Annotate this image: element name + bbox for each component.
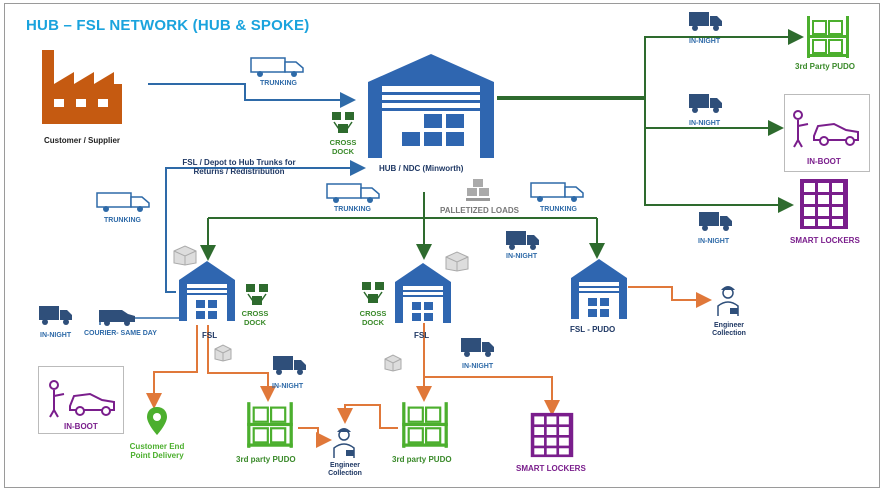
cross-dock-icon	[332, 112, 354, 133]
in-night-label-right-low: IN-NIGHT	[698, 238, 730, 245]
line-pudo-engineer-left	[298, 427, 332, 448]
cross-dock-icon	[246, 284, 268, 305]
truck-icon	[699, 212, 732, 231]
line-pudo-engineer-mid	[337, 404, 398, 429]
line-fsl-left-down	[146, 325, 198, 409]
truck-icon	[326, 183, 380, 203]
in-night-label-left: IN-NIGHT	[40, 332, 72, 339]
smart-lockers-bottom-label: SMART LOCKERS	[516, 464, 586, 473]
warehouse-icon	[395, 263, 451, 323]
line-to-3rd-party-pudo	[644, 29, 804, 98]
parcel-icon	[214, 344, 232, 362]
line-fsl-left-pudo	[207, 325, 276, 402]
parcel-icon	[384, 354, 402, 372]
location-pin-icon	[147, 407, 167, 435]
van-icon	[99, 310, 135, 326]
page-title: HUB – FSL NETWORK (HUB & SPOKE)	[26, 17, 310, 34]
shelf-icon	[247, 402, 293, 448]
locker-icon	[800, 179, 848, 229]
shelf-icon	[807, 16, 849, 58]
truck-icon	[689, 94, 722, 113]
engineer-icon	[717, 286, 739, 316]
fsl-left-label: FSL	[202, 331, 218, 340]
third-party-pudo-left-label: 3rd party PUDO	[236, 455, 296, 464]
truck-icon	[530, 182, 584, 202]
line-fsl-mid-down	[423, 320, 560, 416]
cross-dock-hub-label: CROSS DOCK	[329, 138, 357, 156]
locker-icon	[530, 412, 574, 458]
truck-icon	[689, 12, 722, 31]
truck-icon	[461, 338, 494, 357]
parcel-icon	[445, 251, 469, 272]
hub-warehouse-icon	[368, 54, 494, 158]
in-night-label-fsl-left: IN-NIGHT	[272, 383, 304, 390]
line-fsl-pudo-engineer	[628, 286, 712, 308]
truck-icon	[273, 356, 306, 375]
engineer-collection-right-label: Engineer Collection	[712, 322, 746, 338]
warehouse-icon	[571, 259, 627, 319]
line-to-smart-lockers-top	[644, 128, 794, 213]
factory-icon	[42, 50, 122, 124]
in-boot-bottom-box	[38, 366, 124, 434]
cross-dock-icon	[362, 282, 384, 303]
trunk-line-factory-hub	[148, 83, 356, 108]
trunking-label-left: TRUNKING	[104, 217, 141, 224]
courier-same-day-label: COURIER- SAME DAY	[84, 330, 157, 337]
in-night-label-fsl-mid: IN-NIGHT	[462, 363, 494, 370]
car-icon	[793, 110, 859, 148]
warehouse-icon	[179, 261, 235, 321]
third-party-pudo-top-label: 3rd Party PUDO	[795, 62, 856, 71]
fsl-mid-label: FSL	[414, 331, 430, 340]
smart-lockers-top-label: SMART LOCKERS	[790, 236, 860, 245]
truck-icon	[506, 231, 539, 250]
hub-name-label: HUB / NDC (Minworth)	[379, 164, 464, 173]
trunking-label-top: TRUNKING	[260, 80, 297, 87]
return-trunk-line	[165, 160, 366, 293]
in-boot-top-label: IN-BOOT	[807, 157, 841, 166]
palletized-loads-label: PALLETIZED LOADS	[440, 206, 519, 215]
customer-end-delivery-label: Customer End Point Delivery	[129, 442, 185, 461]
trunking-label-mid: TRUNKING	[334, 206, 371, 213]
truck-icon	[250, 57, 304, 77]
engineer-icon	[333, 428, 355, 458]
fsl-depot-trunk-label: FSL / Depot to Hub Trunks for Returns / …	[182, 158, 296, 177]
in-night-label-center: IN-NIGHT	[506, 253, 538, 260]
car-icon	[49, 380, 115, 418]
in-boot-bottom-label: IN-BOOT	[64, 422, 98, 431]
pallet-icon	[466, 179, 490, 201]
in-night-label-right-top: IN-NIGHT	[689, 38, 721, 45]
parcel-icon	[173, 245, 197, 266]
engineer-collection-mid-label: Engineer Collection	[328, 462, 362, 478]
fsl-pudo-label: FSL - PUDO	[570, 325, 615, 334]
truck-icon	[39, 306, 72, 325]
customer-supplier-label: Customer / Supplier	[44, 136, 121, 145]
shelf-icon	[402, 402, 448, 448]
fsl-pudo-text: FSL - PUDO	[570, 325, 616, 334]
truck-icon	[96, 192, 150, 212]
cross-dock-left-label: CROSS DOCK	[241, 309, 269, 327]
trunking-label-right: TRUNKING	[540, 206, 577, 213]
third-party-pudo-right-label: 3rd party PUDO	[392, 455, 452, 464]
cross-dock-mid-label: CROSS DOCK	[359, 309, 387, 327]
in-night-label-right-mid: IN-NIGHT	[689, 120, 721, 127]
